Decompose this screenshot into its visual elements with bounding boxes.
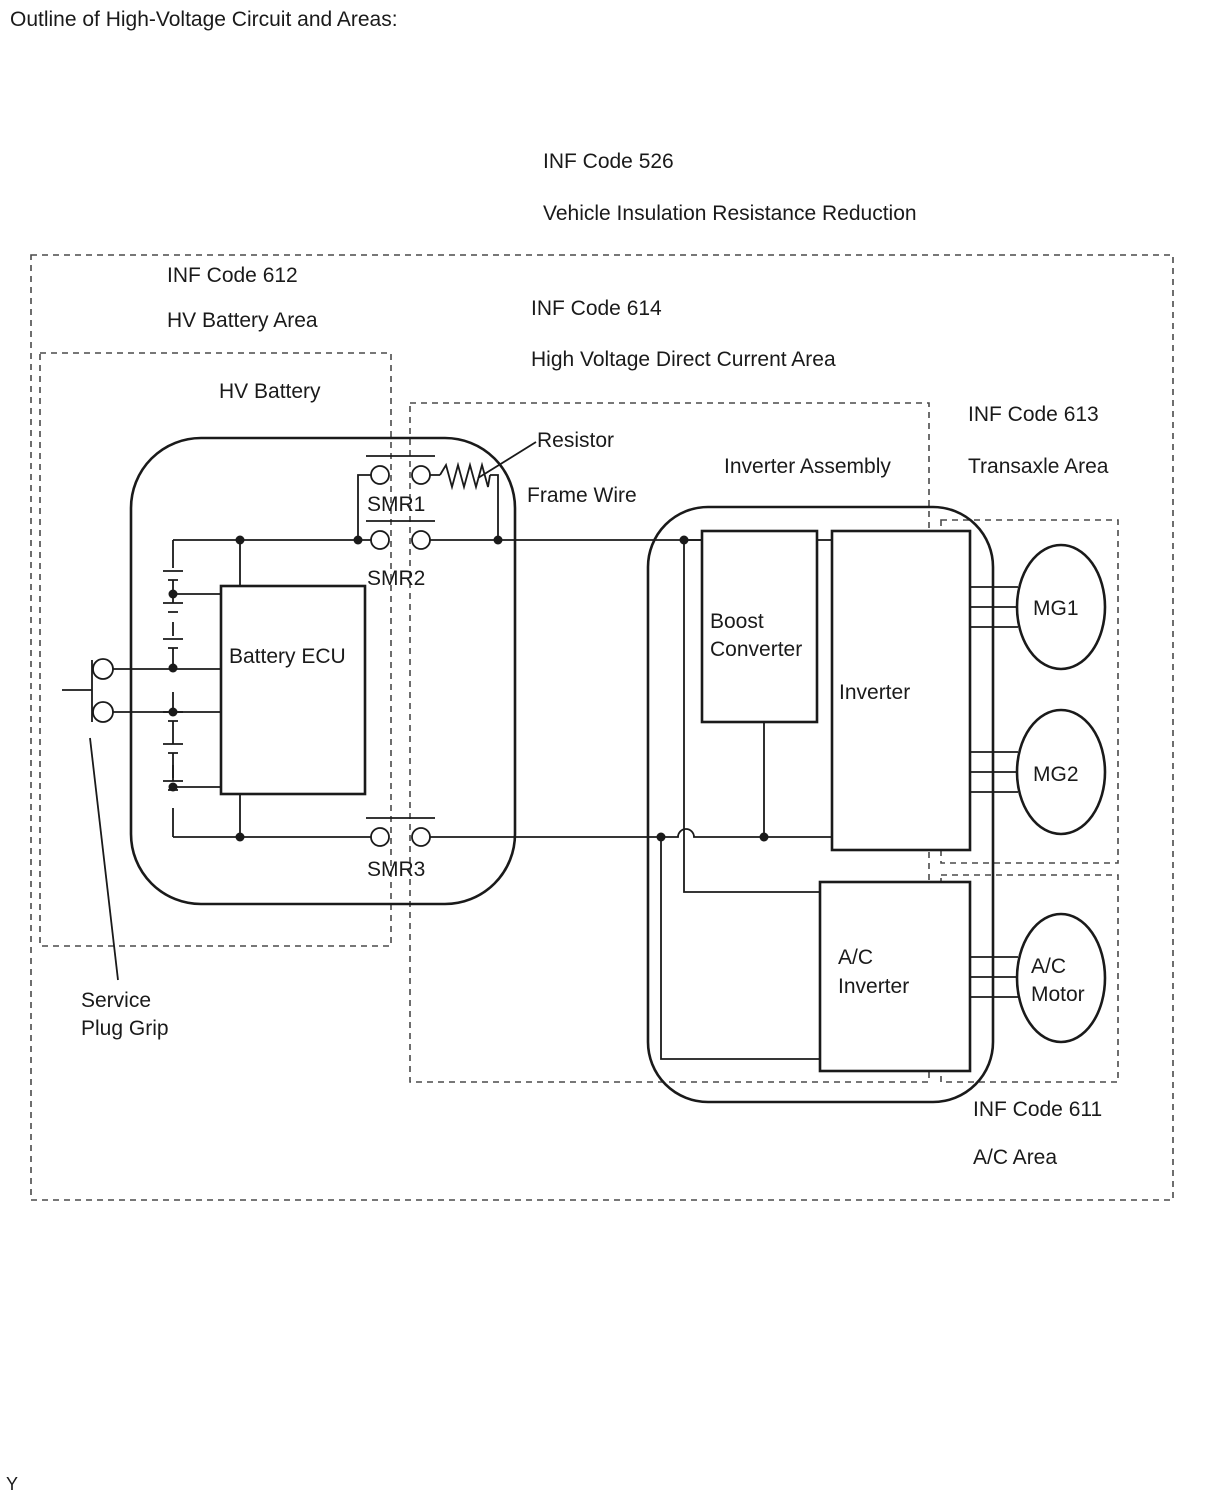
ac-motor-label-2: Motor	[1031, 983, 1085, 1006]
ac-area-code: INF Code 611	[973, 1098, 1102, 1121]
ac-motor-phase-wires	[970, 956, 1018, 998]
inverter-assembly-label: Inverter Assembly	[724, 455, 891, 478]
service-plug-leader	[89, 737, 119, 981]
service-plug-label-1: Service	[81, 989, 151, 1012]
ecu-tap-wires	[173, 540, 241, 837]
mg2-phase-wires	[970, 751, 1018, 793]
resistor-zigzag	[439, 461, 491, 491]
smr3-label: SMR3	[367, 858, 425, 881]
ac-inverter-label-2: Inverter	[838, 975, 909, 998]
page-title: Outline of High-Voltage Circuit and Area…	[10, 8, 398, 31]
vehicle-area-code: INF Code 526	[543, 150, 674, 173]
transaxle-area-boundary	[940, 519, 1119, 864]
figure-code: Y	[6, 1474, 19, 1494]
mg1-phase-wires	[970, 586, 1018, 628]
hvdc-area-code: INF Code 614	[531, 297, 662, 320]
service-plug-terminals	[92, 658, 114, 723]
ac-inverter-neg-wire	[660, 837, 820, 1060]
resistor-leader	[477, 441, 537, 479]
vehicle-area-boundary	[30, 254, 1174, 1201]
battery-ecu-box	[219, 584, 367, 796]
mg1-label: MG1	[1033, 597, 1079, 620]
transaxle-area-code: INF Code 613	[968, 403, 1099, 426]
ac-area-name: A/C Area	[973, 1146, 1057, 1169]
resistor-label: Resistor	[537, 429, 614, 452]
smr-terminals	[370, 465, 431, 847]
ac-inverter-label-1: A/C	[838, 946, 873, 969]
vehicle-area-name: Vehicle Insulation Resistance Reduction	[543, 202, 917, 225]
mg2-label: MG2	[1033, 763, 1079, 786]
boost-converter-box	[700, 529, 819, 724]
hv-battery-area-name: HV Battery Area	[167, 309, 318, 332]
smr2-label: SMR2	[367, 567, 425, 590]
service-plug-wire	[62, 660, 221, 722]
ac-motor-label-1: A/C	[1031, 955, 1066, 978]
frame-wire-label: Frame Wire	[527, 484, 637, 507]
smr-contact-bars	[366, 455, 435, 819]
inverter-label: Inverter	[839, 681, 910, 704]
inverter-assembly-outline	[646, 505, 995, 1104]
negative-rail-wire	[173, 828, 832, 838]
smr1-label: SMR1	[367, 493, 425, 516]
mg2-motor	[1015, 708, 1107, 836]
service-plug-label-2: Plug Grip	[81, 1017, 169, 1040]
transaxle-area-name: Transaxle Area	[968, 455, 1109, 478]
mg1-motor	[1015, 543, 1107, 671]
boost-converter-label-2: Converter	[710, 638, 802, 661]
hv-battery-label: HV Battery	[219, 380, 321, 403]
inverter-box	[830, 529, 972, 852]
battery-ecu-label: Battery ECU	[229, 645, 346, 668]
ac-inverter-pos-wire	[683, 540, 820, 893]
junction-dots	[168, 535, 769, 842]
hv-battery-area-code: INF Code 612	[167, 264, 298, 287]
boost-converter-label-1: Boost	[710, 610, 764, 633]
ac-motor	[1015, 912, 1107, 1044]
hvdc-area-name: High Voltage Direct Current Area	[531, 348, 836, 371]
hv-battery-outline	[129, 436, 517, 906]
ac-inverter-box	[818, 880, 972, 1073]
smr1-branch-wire	[357, 474, 499, 540]
